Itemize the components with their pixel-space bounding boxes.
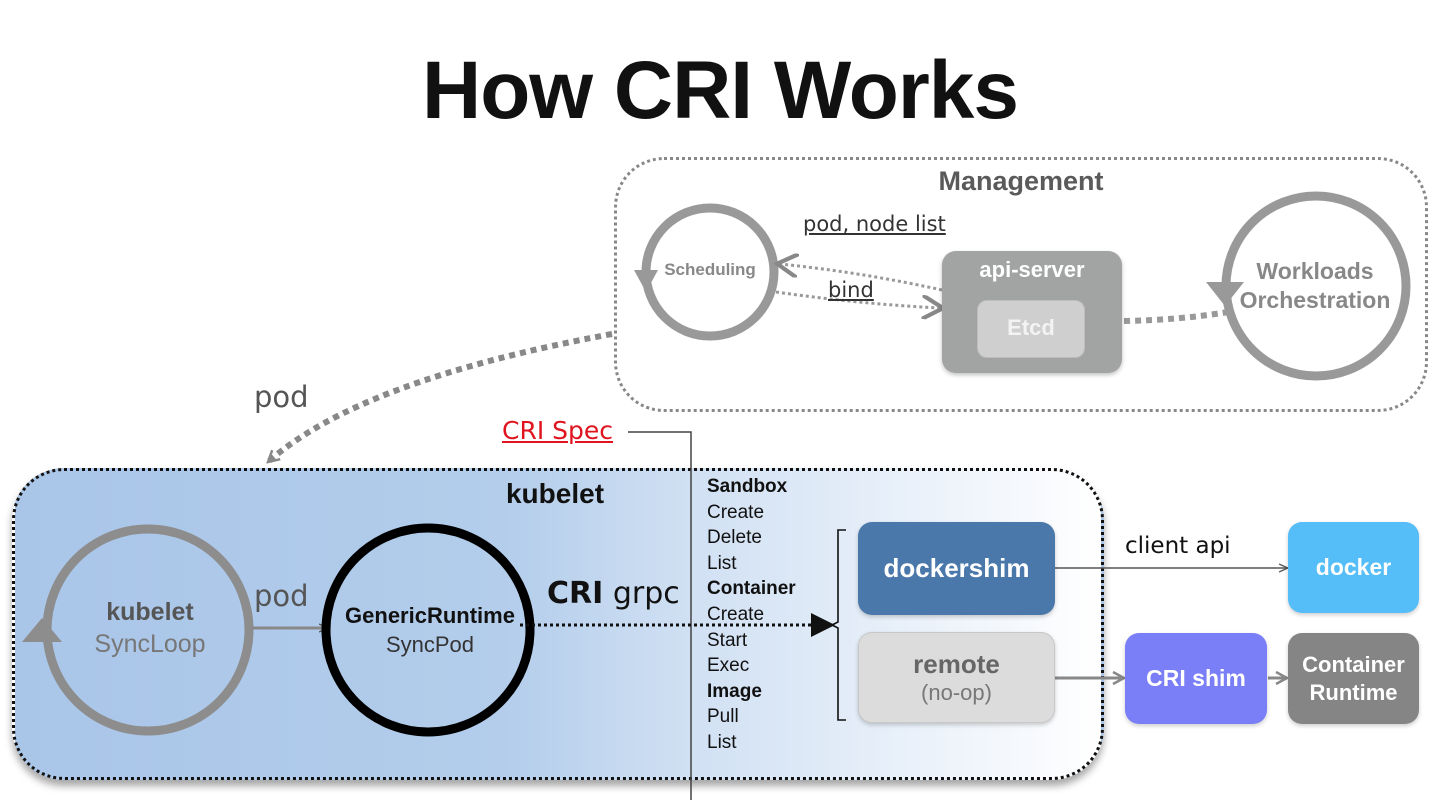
cri-grpc-rest: grpc	[603, 576, 680, 611]
page-title: How CRI Works	[422, 45, 1019, 136]
client-api-label: client api	[1125, 533, 1231, 559]
workloads-loop-icon	[1206, 191, 1411, 381]
syncloop-label-line2: SyncLoop	[94, 630, 206, 658]
generic-runtime-label: GenericRuntime	[345, 603, 515, 628]
cri-operations-list: Sandbox Create Delete List Container Cre…	[707, 474, 796, 756]
syncloop-label-line1: kubelet	[106, 598, 194, 626]
ops-item: List	[707, 731, 737, 753]
ops-item: Create	[707, 603, 765, 625]
container-runtime-line1: Container	[1302, 651, 1405, 677]
runtime-bracket	[830, 529, 846, 721]
workloads-label-line2: Orchestration	[1239, 287, 1391, 313]
remote-noop-label: (no-op)	[921, 680, 992, 705]
ops-item: Delete	[707, 527, 762, 549]
cri-spec-leader	[628, 431, 692, 800]
cri-grpc-label: CRI grpc	[547, 576, 680, 611]
ops-item: Start	[707, 629, 748, 651]
ops-item: List	[707, 552, 737, 574]
workloads-label-line1: Workloads	[1256, 258, 1374, 284]
ops-heading-sandbox: Sandbox	[707, 476, 788, 497]
cri-spec-link[interactable]: CRI Spec	[502, 416, 614, 445]
docker-box: docker	[1288, 522, 1419, 613]
etcd-box	[977, 300, 1085, 358]
generic-runtime-circle	[321, 523, 535, 737]
pod-label-management: pod	[254, 380, 309, 414]
workloads-orchestration-label: Workloads Orchestration	[1222, 257, 1408, 315]
ops-item: Pull	[707, 706, 739, 728]
edge-api-workloads	[1123, 309, 1229, 324]
management-group	[614, 157, 1428, 412]
ops-item: Create	[707, 501, 765, 523]
cri-grpc-bold: CRI	[547, 576, 604, 611]
ops-heading-container: Container	[707, 578, 796, 600]
edge-bind	[775, 290, 940, 308]
pod-node-list-label: pod, node list	[803, 212, 946, 236]
management-title: Management	[938, 166, 1104, 196]
syncpod-label: SyncPod	[385, 632, 475, 657]
container-runtime-box: Container Runtime	[1288, 633, 1419, 724]
remote-box: remote (no-op)	[858, 632, 1055, 723]
bind-label: bind	[828, 278, 874, 302]
ops-heading-image: Image	[707, 680, 762, 702]
pod-label-kubelet: pod	[254, 579, 309, 613]
etcd-label: Etcd	[1007, 315, 1055, 340]
edge-pod-node-list	[780, 264, 943, 292]
kubelet-title: kubelet	[505, 478, 605, 509]
dockershim-box: dockershim	[858, 522, 1055, 615]
cri-shim-box: CRI shim	[1125, 633, 1267, 724]
remote-label: remote	[913, 649, 1000, 679]
scheduling-label: Scheduling	[664, 260, 756, 279]
syncloop-icon	[22, 524, 254, 736]
container-runtime-line2: Runtime	[1309, 679, 1398, 705]
api-server-label: api-server	[979, 257, 1085, 282]
ops-item: Exec	[707, 655, 750, 677]
